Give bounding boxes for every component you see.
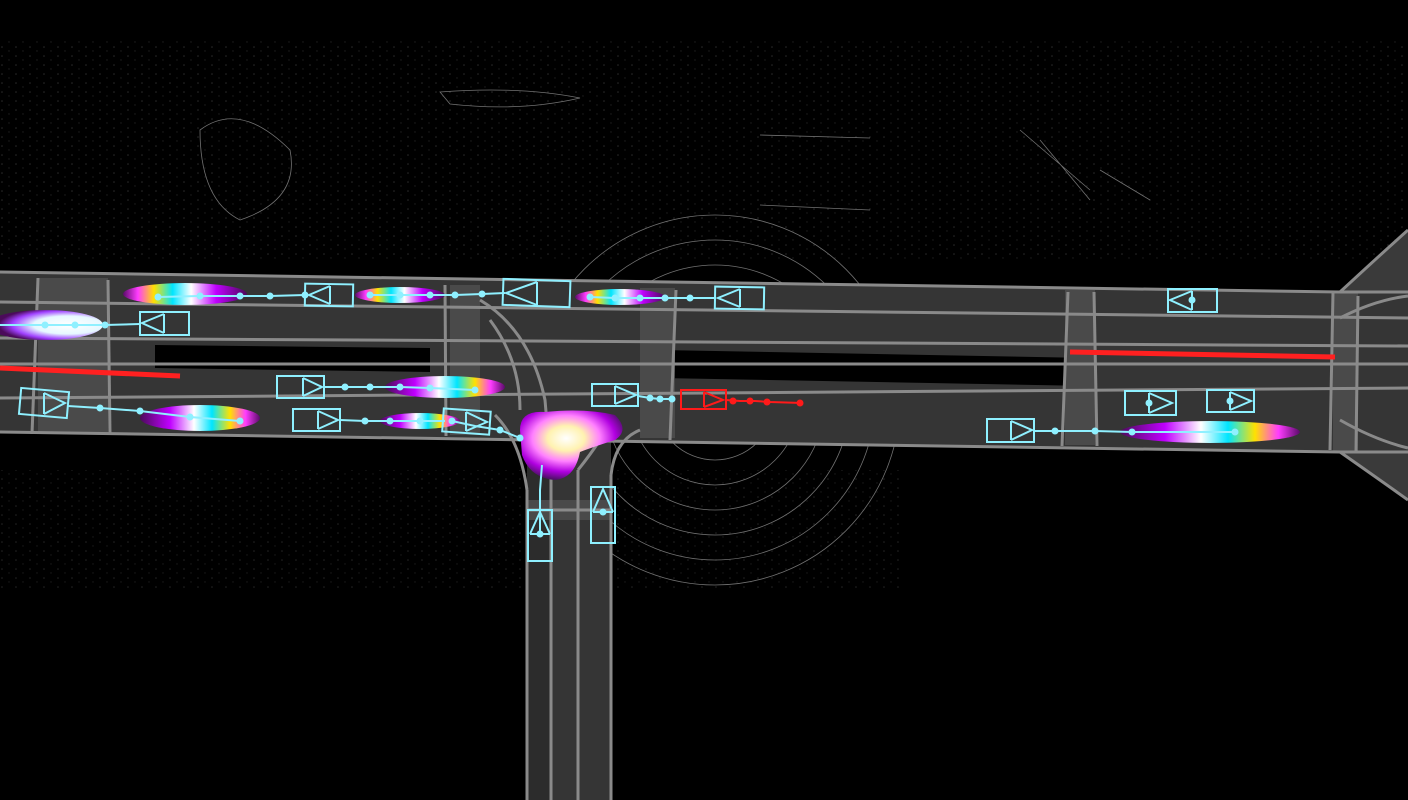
- agent: [441, 407, 521, 439]
- prediction-heatmap: [520, 410, 623, 480]
- stop-line-left: [0, 365, 181, 379]
- agent: [591, 383, 672, 407]
- lane-lines: [0, 228, 1408, 800]
- trajectory-points: [41, 290, 1239, 538]
- lidar-point-cloud: [0, 40, 1408, 590]
- stop-line-right: [1069, 349, 1336, 360]
- agent: [1206, 389, 1255, 413]
- agent: [527, 464, 553, 562]
- agents: [0, 277, 1255, 562]
- ego-vehicle: [680, 389, 804, 410]
- agent: [589, 285, 766, 311]
- median: [155, 345, 430, 372]
- agent: [370, 277, 572, 309]
- traffic-stop-lines: [0, 349, 1336, 379]
- prediction-heatmap: [123, 283, 247, 305]
